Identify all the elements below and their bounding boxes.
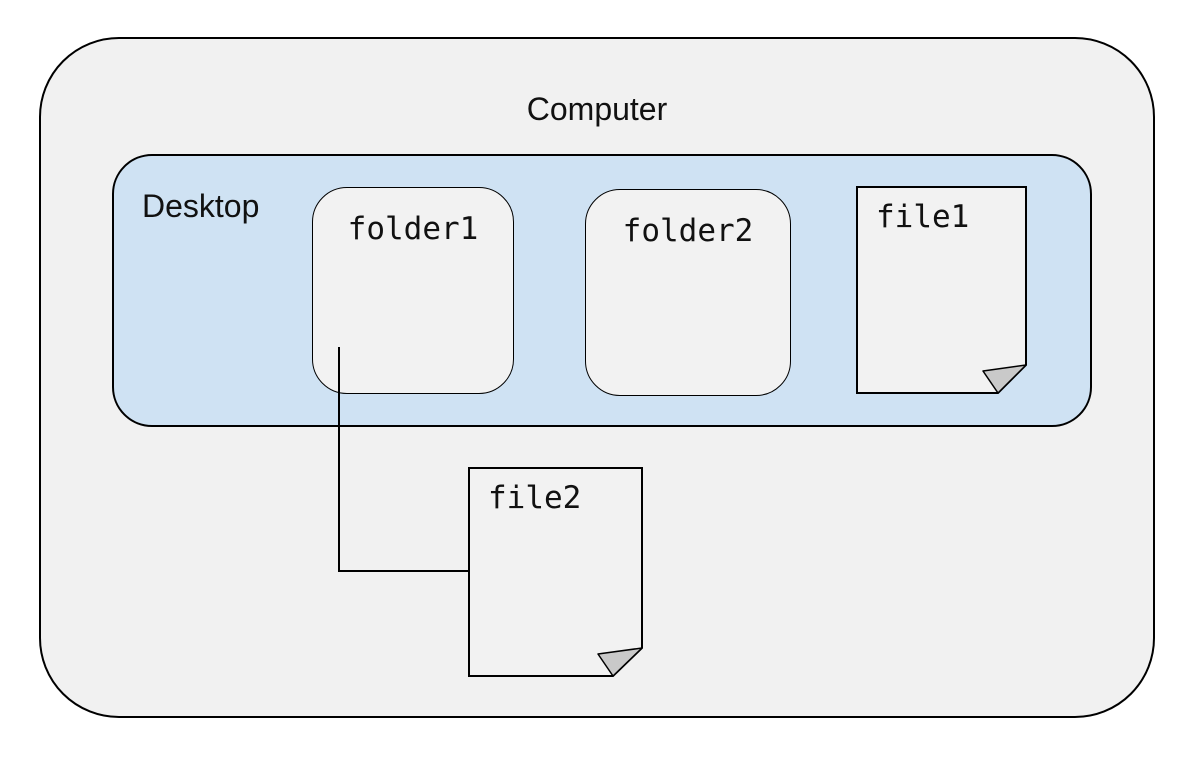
document-shape-icon bbox=[856, 186, 1027, 394]
computer-node: Computer Desktop folder1 folder2 file1 bbox=[39, 37, 1155, 718]
folder2-label: folder2 bbox=[622, 213, 754, 249]
folder1-label: folder1 bbox=[347, 211, 479, 247]
computer-label: Computer bbox=[526, 91, 668, 127]
desktop-node: Desktop folder1 folder2 file1 bbox=[112, 154, 1092, 427]
folded-corner-icon bbox=[982, 364, 1027, 394]
file2-node: file2 bbox=[468, 467, 643, 677]
file1-node: file1 bbox=[856, 186, 1027, 394]
folder2-node: folder2 bbox=[585, 189, 791, 396]
desktop-label: Desktop bbox=[142, 188, 260, 224]
folded-corner-icon bbox=[597, 647, 643, 677]
document-shape-icon bbox=[468, 467, 643, 677]
file2-label: file2 bbox=[488, 480, 582, 516]
file1-label: file1 bbox=[876, 199, 970, 235]
folder1-node: folder1 bbox=[312, 187, 514, 394]
